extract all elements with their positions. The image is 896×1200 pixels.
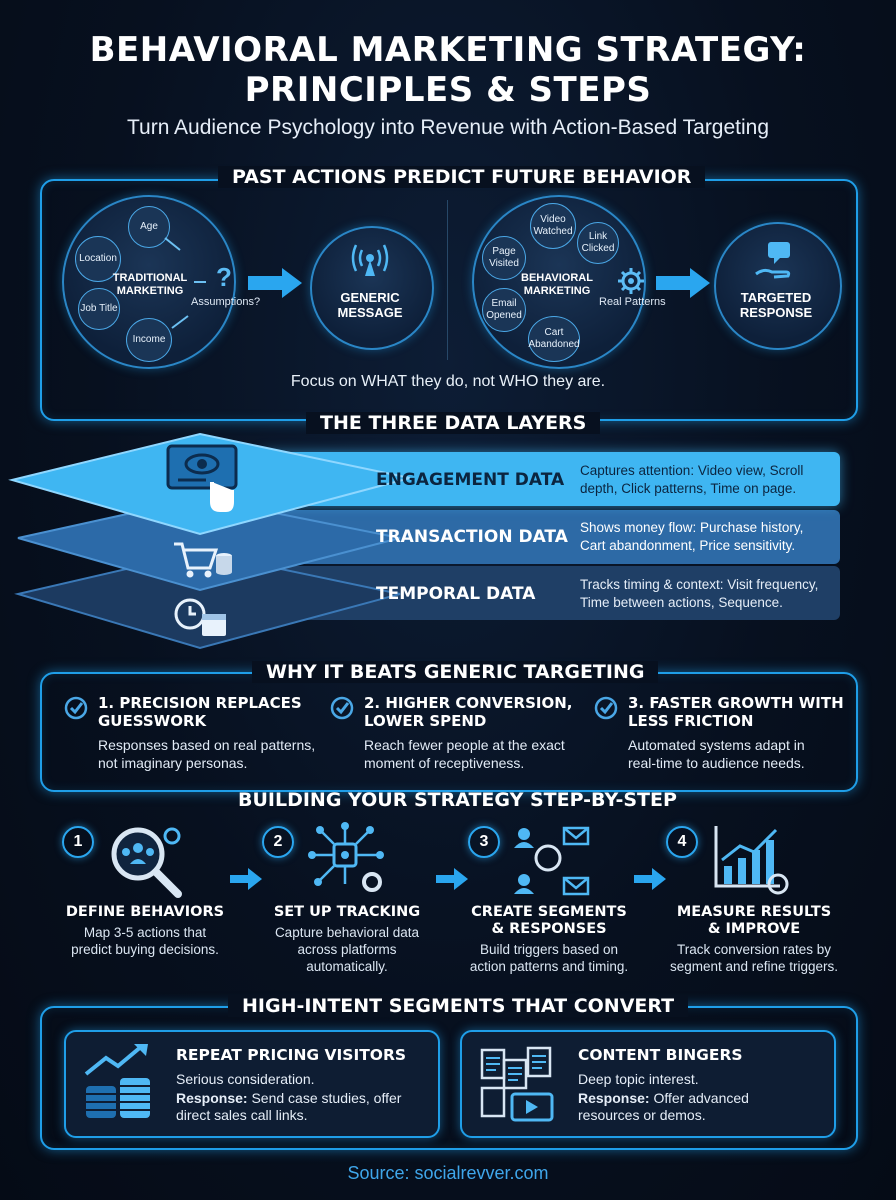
segment-mail-icon (514, 826, 590, 896)
gear-icon (618, 268, 644, 294)
income-bubble: Income (126, 318, 172, 362)
traditional-label: TRADITIONAL MARKETING (112, 272, 188, 297)
check-circle-icon (594, 696, 618, 720)
location-bubble: Location (75, 236, 121, 282)
page-title: BEHAVIORAL MARKETING STRATEGY: PRINCIPLE… (0, 30, 896, 110)
arrow-to-generic-icon (248, 268, 302, 298)
engagement-desc: Captures attention: Video view, Scroll d… (580, 463, 804, 496)
segment-title-2: CONTENT BINGERS (578, 1046, 743, 1064)
step-number-4: 4 (666, 826, 698, 858)
traditional-arrows (164, 237, 206, 329)
temporal-label: TEMPORAL DATA (376, 584, 536, 604)
assumptions-text: Assumptions? (191, 296, 261, 308)
behavioral-label: BEHAVIORAL MARKETING (521, 272, 593, 297)
broadcast-icon (351, 244, 389, 276)
segment-response-2: Response: Offer advanced resources or de… (578, 1090, 749, 1123)
page-subtitle: Turn Audience Psychology into Revenue wi… (126, 116, 770, 139)
step-number-3: 3 (468, 826, 500, 858)
age-bubble: Age (128, 206, 170, 248)
link-clicked-bubble: Link Clicked (577, 222, 619, 264)
temporal-desc: Tracks timing & context: Visit frequency… (580, 577, 819, 610)
source-link[interactable]: Source: socialrevver.com (347, 1163, 549, 1183)
chat-hand-icon (755, 242, 791, 279)
cart-abandoned-bubble: Cart Abandoned (528, 316, 580, 362)
past-actions-tagline: Focus on WHAT they do, not WHO they are. (290, 373, 606, 390)
bar-chart-icon (714, 826, 789, 895)
step-arrow-icon (230, 868, 262, 890)
segment-desc-2: Deep topic interest. (578, 1071, 699, 1087)
segment-response-1: Response: Send case studies, offer direc… (176, 1090, 402, 1123)
check-circle-icon (64, 696, 88, 720)
data-layers-title: THE THREE DATA LAYERS (306, 412, 601, 434)
step-title-3: CREATE SEGMENTS& RESPONSES (471, 904, 627, 937)
step-arrow-icon (436, 868, 468, 890)
email-opened-bubble: Email Opened (482, 288, 526, 332)
past-actions-title: PAST ACTIONS PREDICT FUTURE BEHAVIOR (218, 166, 706, 188)
eye-screen-icon (166, 444, 238, 512)
check-circle-icon (330, 696, 354, 720)
step-title-4: MEASURE RESULTS& IMPROVE (676, 904, 832, 937)
transaction-desc: Shows money flow: Purchase history, Cart… (580, 520, 804, 553)
benefits-panel (40, 672, 858, 792)
cart-coins-icon (174, 542, 232, 578)
step-title-1: DEFINE BEHAVIORS (65, 904, 225, 920)
magnifier-people-icon (111, 827, 182, 898)
generic-message-circle (310, 226, 434, 350)
question-mark-icon: ? (216, 262, 232, 292)
targeted-response-label: TARGETED RESPONSE (739, 290, 813, 320)
documents-video-icon (480, 1046, 554, 1122)
title-line-1: BEHAVIORAL MARKETING STRATEGY: (89, 30, 807, 70)
step-number-1: 1 (62, 826, 94, 858)
video-watched-bubble: Video Watched (530, 203, 576, 249)
section-divider (447, 200, 448, 360)
title-line-2: PRINCIPLES & STEPS (244, 70, 652, 110)
segments-title: HIGH-INTENT SEGMENTS THAT CONVERT (228, 995, 689, 1017)
page-visited-bubble: Page Visited (482, 236, 526, 280)
transaction-label: TRANSACTION DATA (376, 527, 568, 547)
segment-desc-1: Serious consideration. (176, 1071, 315, 1087)
growth-coins-icon (84, 1044, 150, 1118)
engagement-label: ENGAGEMENT DATA (376, 470, 565, 490)
step-number-2: 2 (262, 826, 294, 858)
network-gear-icon (308, 822, 384, 892)
segment-title-1: REPEAT PRICING VISITORS (176, 1046, 407, 1064)
step-arrow-icon (634, 868, 666, 890)
steps-title: BUILDING YOUR STRATEGY STEP-BY-STEP (238, 789, 677, 811)
job-title-bubble: Job Title (78, 288, 120, 330)
step-title-2: SET UP TRACKING (273, 904, 421, 920)
arrow-to-targeted-icon (656, 268, 710, 298)
generic-message-label: GENERIC MESSAGE (337, 290, 403, 320)
clock-calendar-icon (174, 598, 226, 636)
real-patterns-text: Real Patterns (599, 296, 666, 308)
benefits-title: WHY IT BEATS GENERIC TARGETING (252, 661, 659, 683)
